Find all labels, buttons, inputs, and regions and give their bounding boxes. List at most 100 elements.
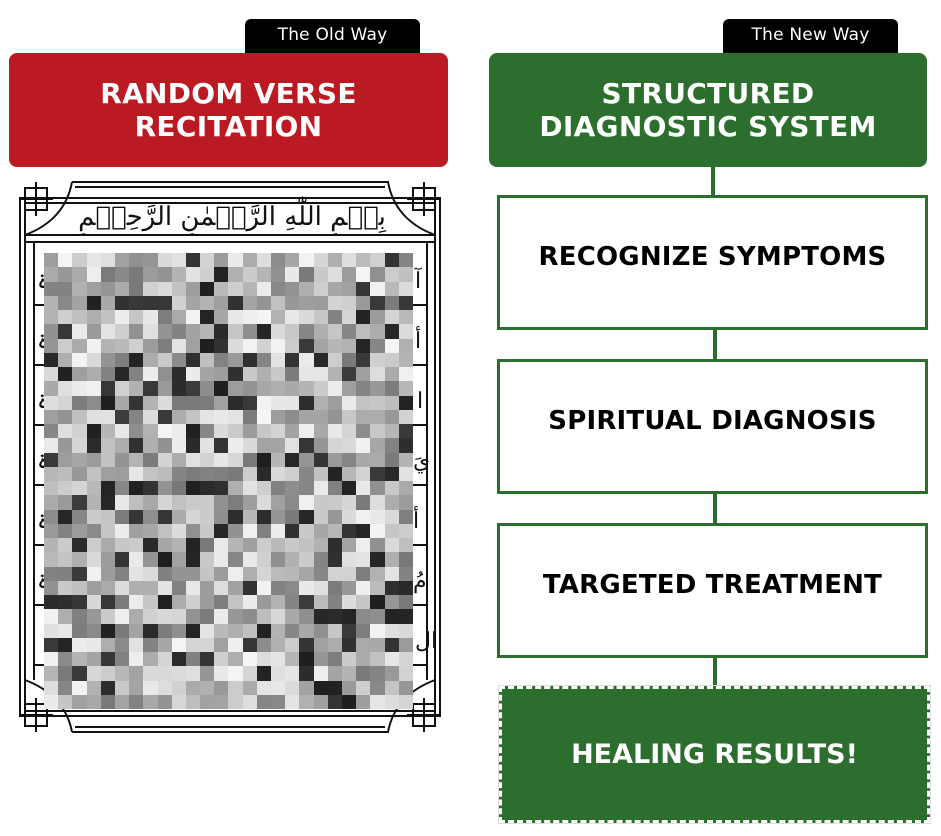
mosaic-cell <box>228 352 243 367</box>
mosaic-cell <box>342 324 357 339</box>
mosaic-cell <box>143 438 158 453</box>
mosaic-cell <box>327 395 343 410</box>
mosaic-cell <box>72 523 87 538</box>
mosaic-cell <box>228 253 243 268</box>
step-recognize-symptoms: RECOGNIZE SYMPTOMS <box>497 195 928 330</box>
mosaic-cell <box>356 338 371 353</box>
mosaic-cell <box>370 438 385 453</box>
mosaic-cell <box>129 580 144 595</box>
mosaic-cell <box>86 466 101 481</box>
mosaic-cell <box>185 267 201 282</box>
old-way-header: RANDOM VERSE RECITATION <box>9 53 448 167</box>
mosaic-cell <box>256 666 272 681</box>
mosaic-cell <box>72 281 87 296</box>
mosaic-cell <box>143 253 158 268</box>
mosaic-cell <box>384 637 399 652</box>
mosaic-cell <box>271 438 286 453</box>
mosaic-cell <box>44 509 59 524</box>
mosaic-cell <box>370 395 385 410</box>
mosaic-cell <box>114 338 130 353</box>
mosaic-cell <box>157 666 172 681</box>
mosaic-cell <box>100 495 115 510</box>
mosaic-cell <box>200 466 215 481</box>
mosaic-cell <box>256 523 272 538</box>
mosaic-cell <box>285 310 300 325</box>
mosaic-cell <box>299 395 314 410</box>
mosaic-cell <box>327 310 343 325</box>
mosaic-cell <box>200 295 215 310</box>
mosaic-cell <box>100 424 115 439</box>
mosaic-cell <box>356 666 371 681</box>
mosaic-cell <box>200 438 215 453</box>
mosaic-cell <box>299 694 314 709</box>
mosaic-cell <box>44 310 59 325</box>
mosaic-cell <box>398 566 413 581</box>
mosaic-cell <box>242 509 257 524</box>
mosaic-cell <box>171 481 186 496</box>
mosaic-cell <box>384 595 399 610</box>
mosaic-cell <box>129 267 144 282</box>
mosaic-cell <box>313 523 328 538</box>
mosaic-cell <box>271 623 286 638</box>
mosaic-cell <box>58 495 73 510</box>
mosaic-cell <box>171 609 186 624</box>
mosaic-cell <box>214 609 229 624</box>
mosaic-cell <box>384 424 399 439</box>
mosaic-cell <box>327 452 343 467</box>
flow-connector <box>713 330 717 359</box>
mosaic-cell <box>58 481 73 496</box>
mosaic-cell <box>44 281 59 296</box>
mosaic-cell <box>384 580 399 595</box>
mosaic-cell <box>129 652 144 667</box>
mosaic-cell <box>256 694 272 709</box>
mosaic-cell <box>256 680 272 695</box>
mosaic-cell <box>157 509 172 524</box>
mosaic-cell <box>44 466 59 481</box>
mosaic-cell <box>313 623 328 638</box>
mosaic-cell <box>370 523 385 538</box>
mosaic-cell <box>356 609 371 624</box>
mosaic-cell <box>242 538 257 553</box>
mosaic-cell <box>327 253 343 268</box>
mosaic-cell <box>327 538 343 553</box>
mosaic-cell <box>256 566 272 581</box>
mosaic-cell <box>356 452 371 467</box>
mosaic-cell <box>370 452 385 467</box>
mosaic-cell <box>271 324 286 339</box>
mosaic-cell <box>72 367 87 382</box>
mosaic-cell <box>143 352 158 367</box>
mosaic-cell <box>271 538 286 553</box>
corner-ornaments <box>19 182 441 732</box>
mosaic-cell <box>271 637 286 652</box>
mosaic-cell <box>242 609 257 624</box>
mosaic-cell <box>44 523 59 538</box>
mosaic-cell <box>256 352 272 367</box>
mosaic-cell <box>72 637 87 652</box>
mosaic-cell <box>129 623 144 638</box>
mosaic-cell <box>86 381 101 396</box>
mosaic-cell <box>398 481 413 496</box>
mosaic-cell <box>157 452 172 467</box>
mosaic-cell <box>384 566 399 581</box>
mosaic-cell <box>143 637 158 652</box>
mosaic-cell <box>214 295 229 310</box>
mosaic-cell <box>370 652 385 667</box>
mosaic-cell <box>327 367 343 382</box>
mosaic-cell <box>44 295 59 310</box>
mosaic-cell <box>171 580 186 595</box>
mosaic-cell <box>44 652 59 667</box>
mosaic-cell <box>44 395 59 410</box>
mosaic-cell <box>114 310 130 325</box>
mosaic-cell <box>299 424 314 439</box>
mosaic-cell <box>313 680 328 695</box>
mosaic-cell <box>185 310 201 325</box>
mosaic-cell <box>271 381 286 396</box>
mosaic-cell <box>214 310 229 325</box>
mosaic-cell <box>86 324 101 339</box>
mosaic-cell <box>214 694 229 709</box>
mosaic-cell <box>171 595 186 610</box>
mosaic-cell <box>228 452 243 467</box>
mosaic-cell <box>200 267 215 282</box>
mosaic-cell <box>384 409 399 424</box>
mosaic-cell <box>214 652 229 667</box>
